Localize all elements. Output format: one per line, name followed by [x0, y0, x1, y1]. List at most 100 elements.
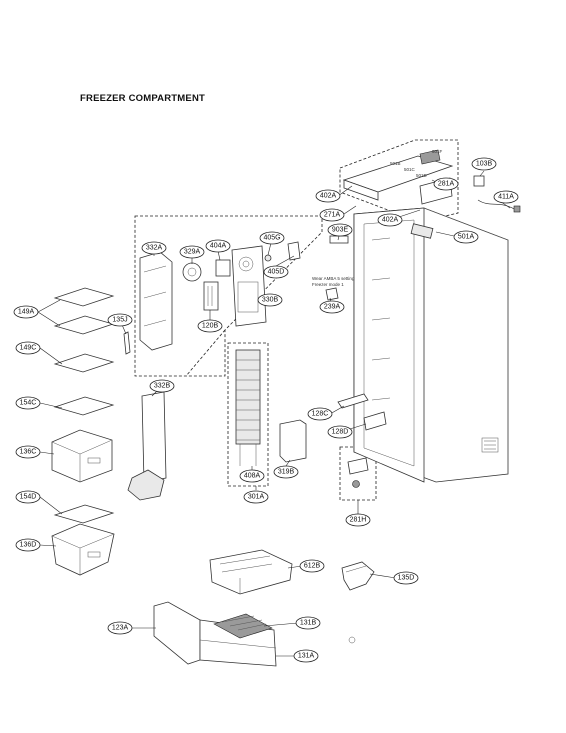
callout-128d: 128D	[327, 425, 353, 439]
callout-135d: 135D	[393, 571, 419, 585]
damper-405d	[287, 241, 301, 261]
display-501f	[419, 149, 441, 165]
shelf-rail-128c	[337, 393, 369, 409]
evaporator-group-outline	[227, 342, 269, 487]
shelf-149c	[53, 353, 115, 373]
shelf-149a-bottom	[53, 315, 115, 335]
callout-label: 149C	[20, 345, 37, 352]
switch-103b	[473, 175, 485, 187]
callout-128c: 128C	[307, 407, 333, 421]
shelf-154c	[53, 396, 115, 416]
callout-label: 330B	[262, 297, 279, 304]
callout-271a: 271A	[319, 208, 345, 222]
callout-label: 501A	[458, 234, 475, 241]
callout-label: 332B	[154, 383, 171, 390]
bracket-135d	[341, 561, 375, 591]
callout-501a: 501A	[453, 230, 479, 244]
callout-label: 405G	[263, 235, 280, 242]
callout-120b: 120B	[197, 319, 223, 333]
callout-label: 135J	[112, 317, 127, 324]
shelf-rail-128d	[363, 411, 387, 431]
callout-332a: 332A	[141, 241, 167, 255]
heater-120b	[203, 281, 219, 311]
group-link-line	[185, 329, 226, 377]
callout-label: 411A	[498, 194, 514, 201]
callout-136d: 136D	[15, 538, 41, 552]
callout-281h: 281H	[345, 513, 371, 527]
hinge-281h	[347, 457, 369, 488]
callout-149c: 149C	[15, 341, 41, 355]
callout-239a: 239A	[319, 300, 345, 314]
callout-612b: 612B	[299, 559, 325, 573]
callout-label: 329A	[184, 249, 201, 256]
callout-123a: 123A	[107, 621, 133, 635]
callout-135j: 135J	[107, 313, 133, 327]
top-cover-small-labels: 501F 501B 501C 501D	[390, 149, 443, 178]
callout-319b: 319B	[273, 465, 299, 479]
inner-duct-332b	[127, 391, 167, 501]
hinge-group-outline	[339, 446, 377, 501]
bracket-239a	[325, 287, 339, 301]
callout-label: 131A	[298, 653, 315, 660]
cover-319b	[279, 419, 307, 463]
callout-label: 128C	[312, 411, 329, 418]
callout-154d: 154D	[15, 490, 41, 504]
bin-123a	[153, 601, 277, 667]
drawer-136d	[51, 523, 115, 576]
callout-label: 404A	[210, 243, 227, 250]
callout-label: 332A	[146, 245, 163, 252]
label-501a	[410, 223, 434, 239]
callout-103b: 103B	[471, 157, 497, 171]
callout-405g: 405G	[259, 231, 285, 245]
callout-label: 154C	[20, 400, 37, 407]
callout-label: 135D	[398, 575, 415, 582]
page-title: FREEZER COMPARTMENT	[80, 93, 206, 104]
shelves	[53, 287, 115, 524]
callout-404a: 404A	[205, 239, 231, 253]
panel-note-2: Freezer mode 1	[312, 282, 344, 287]
callout-label: 136C	[20, 449, 37, 456]
callout-label: 239A	[324, 304, 341, 311]
callout-label: 402A	[320, 193, 337, 200]
callout-411a: 411A	[493, 190, 519, 204]
evaporator-301a	[235, 349, 261, 466]
fan-duct-parts	[123, 241, 301, 355]
callout-408a: 408A	[239, 469, 265, 483]
callout-label: 281H	[350, 517, 367, 524]
callout-281a: 281A	[433, 177, 459, 191]
leader-lines	[37, 170, 511, 657]
callout-154c: 154C	[15, 396, 41, 410]
top-cover-group-outline	[339, 139, 459, 223]
bracket-404a	[215, 259, 231, 277]
compressor-grille	[481, 437, 499, 453]
label-501b: 501B	[390, 161, 401, 166]
label-501c: 501C	[404, 167, 416, 172]
callout-label: 128D	[332, 429, 349, 436]
callout-332b: 332B	[149, 379, 175, 393]
screw	[348, 636, 356, 644]
callout-131a: 131A	[293, 649, 319, 663]
label-501f: 501F	[432, 149, 443, 154]
sensor-405g	[264, 254, 272, 262]
callout-label: 120B	[202, 323, 219, 330]
harness-411a	[477, 199, 517, 211]
callout-149a: 149A	[13, 305, 39, 319]
callout-label: 131B	[300, 620, 317, 627]
callout-301a: 301A	[243, 490, 269, 504]
callout-label: 271A	[324, 212, 341, 219]
callout-label: 903E	[332, 227, 349, 234]
callout-330b: 330B	[257, 293, 283, 307]
callout-label: 136D	[20, 542, 37, 549]
top-cover-parts	[342, 149, 521, 213]
callout-136c: 136C	[15, 445, 41, 459]
callout-903e: 903E	[327, 223, 353, 237]
fan-motor-329a	[182, 262, 202, 282]
callout-405d: 405D	[263, 265, 289, 279]
grille-131b	[213, 613, 273, 639]
callout-label: 301A	[248, 494, 265, 501]
drawer-136c	[51, 429, 113, 483]
callout-label: 319B	[278, 469, 295, 476]
label-501d: 501D	[416, 173, 428, 178]
callout-label: 281A	[438, 181, 455, 188]
